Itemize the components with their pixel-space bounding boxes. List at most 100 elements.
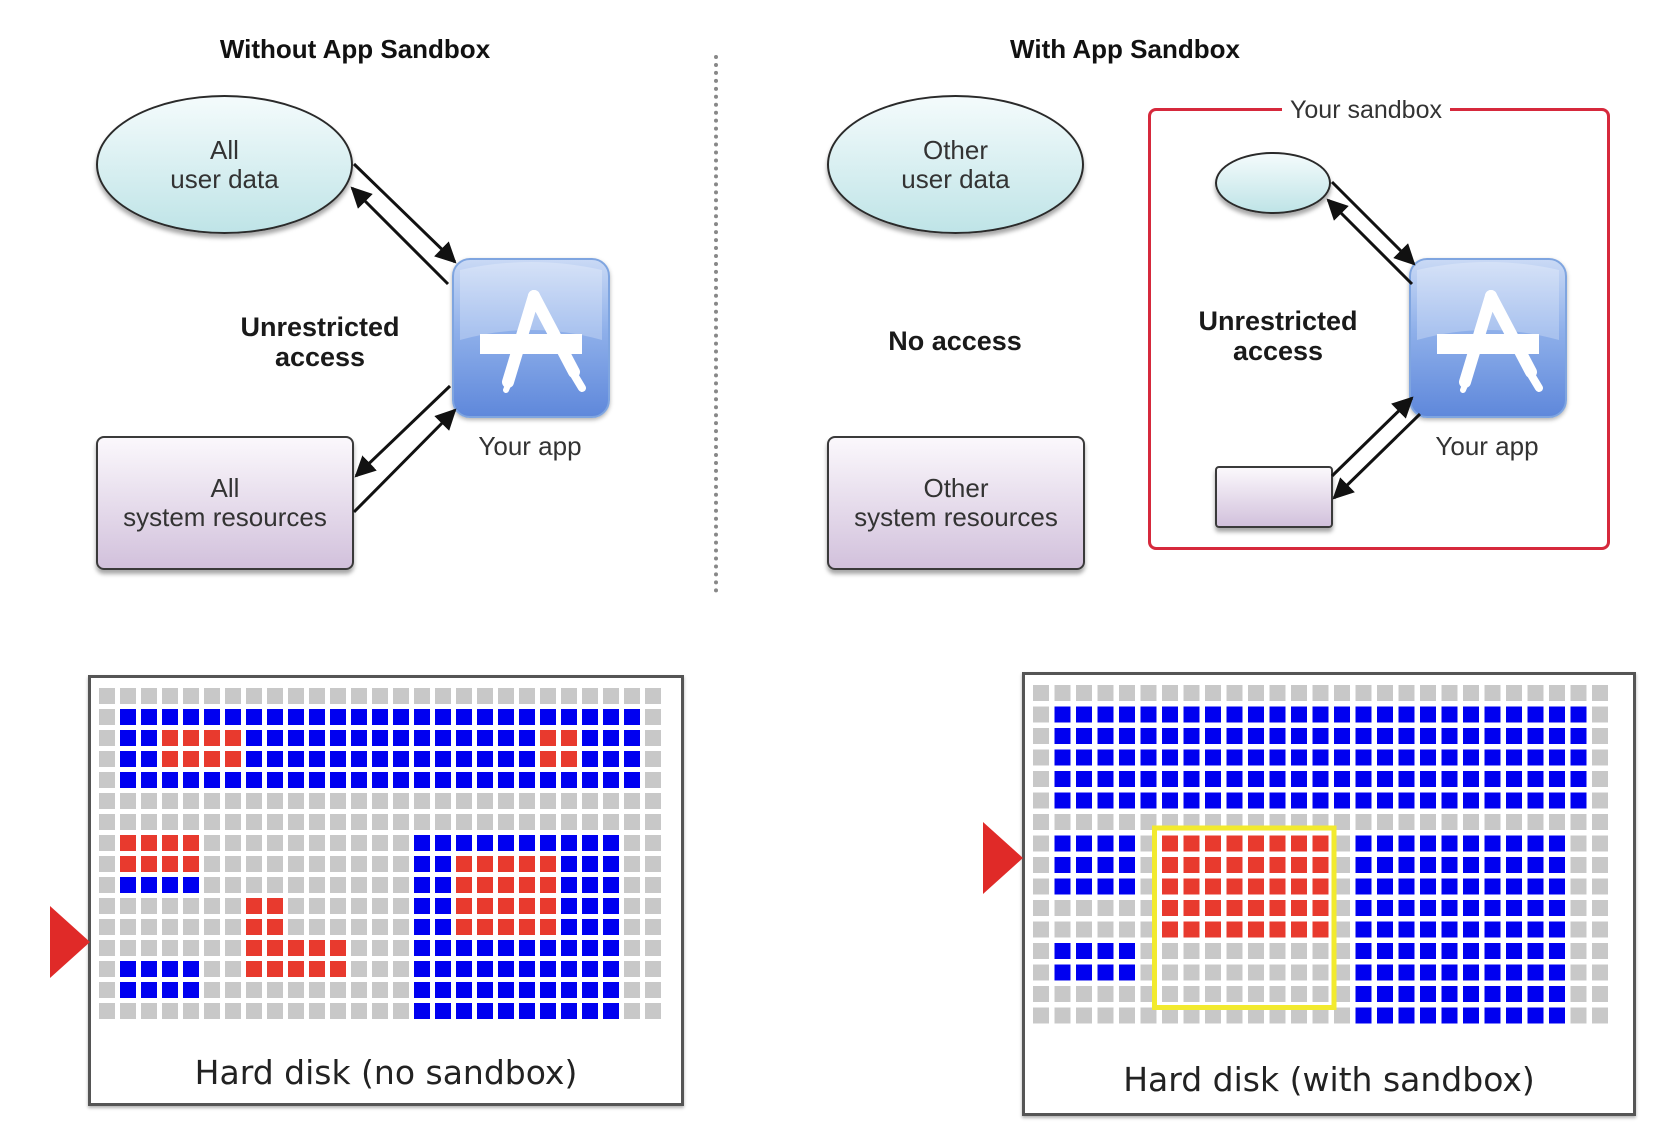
used-block: [1183, 728, 1200, 744]
free-block: [246, 688, 262, 704]
free-block: [351, 898, 367, 914]
used-block: [141, 751, 157, 767]
free-block: [1570, 964, 1587, 981]
used-block: [1054, 943, 1071, 959]
free-block: [351, 961, 367, 977]
used-block: [246, 751, 262, 767]
used-block: [1484, 706, 1501, 723]
free-block: [267, 982, 283, 998]
free-block: [1183, 1007, 1200, 1024]
used-block: [1527, 857, 1544, 873]
free-block: [99, 751, 115, 767]
app-data-block: [1312, 921, 1329, 938]
free-block: [309, 898, 325, 914]
used-block: [246, 772, 262, 788]
system-resources-line-2: system resources: [123, 502, 327, 532]
used-block: [414, 772, 430, 788]
used-block: [1076, 749, 1092, 766]
free-block: [288, 835, 304, 851]
free-block: [435, 688, 451, 704]
used-block: [603, 982, 619, 998]
free-block: [267, 688, 283, 704]
free-block: [246, 814, 262, 830]
used-block: [1119, 878, 1135, 895]
free-block: [645, 751, 661, 767]
used-block: [414, 877, 430, 893]
used-block: [435, 730, 451, 746]
used-block: [435, 982, 451, 998]
used-block: [1119, 706, 1135, 723]
sandbox-access-line-1: Unrestricted: [1198, 306, 1358, 336]
app-data-block: [1291, 835, 1307, 852]
used-block: [582, 709, 598, 725]
used-block: [540, 961, 556, 977]
app-data-block: [162, 835, 178, 851]
free-block: [330, 1003, 346, 1019]
used-block: [1420, 771, 1436, 787]
used-block: [435, 835, 451, 851]
free-block: [204, 877, 220, 893]
free-block: [183, 814, 199, 830]
app-data-block: [561, 751, 577, 767]
used-block: [1097, 835, 1114, 852]
used-block: [561, 898, 577, 914]
free-block: [225, 940, 241, 956]
free-block: [1033, 900, 1049, 916]
free-block: [288, 1003, 304, 1019]
used-block: [540, 709, 556, 725]
app-data-block: [1226, 921, 1243, 938]
free-block: [99, 709, 115, 725]
app-data-block: [1226, 878, 1243, 895]
used-block: [582, 961, 598, 977]
used-block: [1183, 749, 1200, 766]
used-block: [1183, 771, 1200, 787]
all-user-data-node: All user data: [96, 95, 353, 234]
used-block: [1484, 1007, 1501, 1024]
used-block: [1269, 771, 1286, 787]
free-block: [1312, 964, 1329, 981]
used-block: [498, 835, 514, 851]
used-block: [1463, 792, 1479, 809]
used-block: [414, 751, 430, 767]
free-block: [1355, 814, 1372, 830]
free-block: [372, 835, 388, 851]
used-block: [1205, 706, 1221, 723]
free-block: [1205, 986, 1221, 1002]
used-block: [1441, 771, 1458, 787]
used-block: [204, 709, 220, 725]
free-block: [1054, 921, 1071, 938]
used-block: [1312, 792, 1329, 809]
free-block: [1377, 814, 1393, 830]
used-block: [1484, 964, 1501, 981]
free-block: [1570, 986, 1587, 1002]
free-block: [1334, 857, 1350, 873]
used-block: [1076, 857, 1092, 873]
used-block: [1506, 900, 1522, 916]
free-block: [1140, 685, 1157, 701]
used-block: [351, 730, 367, 746]
free-block: [603, 688, 619, 704]
app-data-block: [498, 898, 514, 914]
used-block: [582, 919, 598, 935]
free-block: [309, 793, 325, 809]
free-block: [1506, 814, 1522, 830]
used-block: [498, 982, 514, 998]
used-block: [582, 856, 598, 872]
used-block: [603, 730, 619, 746]
used-block: [393, 751, 409, 767]
app-data-block: [267, 940, 283, 956]
used-block: [519, 772, 535, 788]
used-block: [1527, 728, 1544, 744]
used-block: [1463, 921, 1479, 938]
used-block: [603, 919, 619, 935]
used-block: [582, 898, 598, 914]
used-block: [414, 856, 430, 872]
used-block: [1377, 835, 1393, 852]
free-block: [1033, 685, 1049, 701]
free-block: [1420, 814, 1436, 830]
used-block: [1291, 706, 1307, 723]
access-line-2: access: [274, 342, 366, 372]
free-block: [225, 877, 241, 893]
used-block: [1377, 706, 1393, 723]
free-block: [1119, 814, 1135, 830]
